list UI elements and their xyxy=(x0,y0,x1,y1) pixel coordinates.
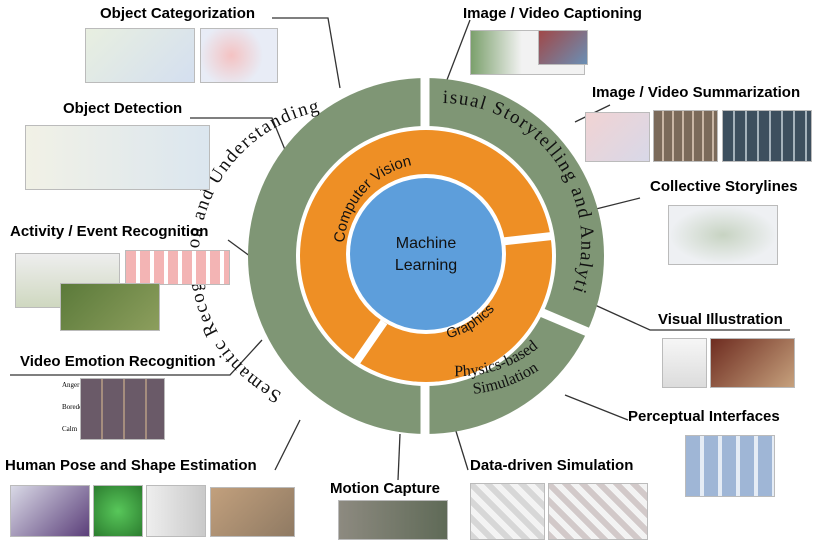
inner-ring-separators xyxy=(351,232,553,367)
thumb-object-categorization-b xyxy=(200,28,278,83)
thumb-perceptual xyxy=(685,435,775,497)
connector-visual-illustration xyxy=(594,304,790,331)
label-perceptual: Perceptual Interfaces xyxy=(628,408,780,425)
label-data-driven: Data-driven Simulation xyxy=(470,457,634,474)
thumb-pose-a xyxy=(10,485,90,537)
thumb-pose-c xyxy=(146,485,206,537)
thumb-activity-b xyxy=(125,250,230,285)
thumb-video-emotion xyxy=(80,378,165,440)
emotion-label-calm: Calm xyxy=(62,425,78,433)
thumb-pose-d xyxy=(210,487,295,537)
label-video-emotion: Video Emotion Recognition xyxy=(20,353,216,370)
connector-perceptual xyxy=(564,394,629,421)
center-line1: Machine xyxy=(396,235,457,252)
connector-video-emotion xyxy=(10,339,263,376)
label-visual-illustration: Visual Illustration xyxy=(658,311,783,328)
connector-human-pose xyxy=(274,419,301,471)
connector-motion-capture xyxy=(397,433,401,481)
thumb-object-detection xyxy=(25,125,210,190)
thumb-object-categorization-a xyxy=(85,28,195,83)
thumb-motion-capture xyxy=(338,500,448,540)
label-object-detection: Object Detection xyxy=(63,100,183,117)
label-summarization: Image / Video Summarization xyxy=(592,84,801,101)
connector-lines xyxy=(10,17,790,481)
thumb-summarization-c xyxy=(722,110,812,162)
thumb-summarization-a xyxy=(585,112,650,162)
center-line2: Learning xyxy=(395,257,457,274)
thumb-data-driven-a xyxy=(470,483,545,540)
thumb-visual-illustration-a xyxy=(662,338,707,388)
thumb-data-driven-b xyxy=(548,483,648,540)
label-object-categorization: Object Categorization xyxy=(100,5,256,22)
connector-data-driven xyxy=(454,427,469,471)
emotion-label-boredom: Boredom xyxy=(62,403,89,411)
thumb-collective-storylines xyxy=(668,205,778,265)
label-activity-event: Activity / Event Recognition xyxy=(10,223,209,240)
label-collective-storylines: Collective Storylines xyxy=(650,178,798,195)
thumb-pose-b xyxy=(93,485,143,537)
thumb-activity-c xyxy=(60,283,160,331)
connector-object-detection xyxy=(190,117,291,163)
thumb-captioning-b xyxy=(538,30,588,65)
connector-object-categorization xyxy=(272,17,341,89)
label-motion-capture: Motion Capture xyxy=(330,480,440,497)
label-captioning: Image / Video Captioning xyxy=(463,5,642,22)
center-circle xyxy=(350,178,502,330)
connector-collective-storylines xyxy=(591,197,641,211)
connector-captioning xyxy=(444,19,471,86)
emotion-label-anger: Anger xyxy=(62,381,80,389)
thumb-visual-illustration-b xyxy=(710,338,795,388)
thumb-summarization-b xyxy=(653,110,718,162)
label-human-pose: Human Pose and Shape Estimation xyxy=(5,457,257,474)
outer-ring-separators xyxy=(420,78,592,434)
